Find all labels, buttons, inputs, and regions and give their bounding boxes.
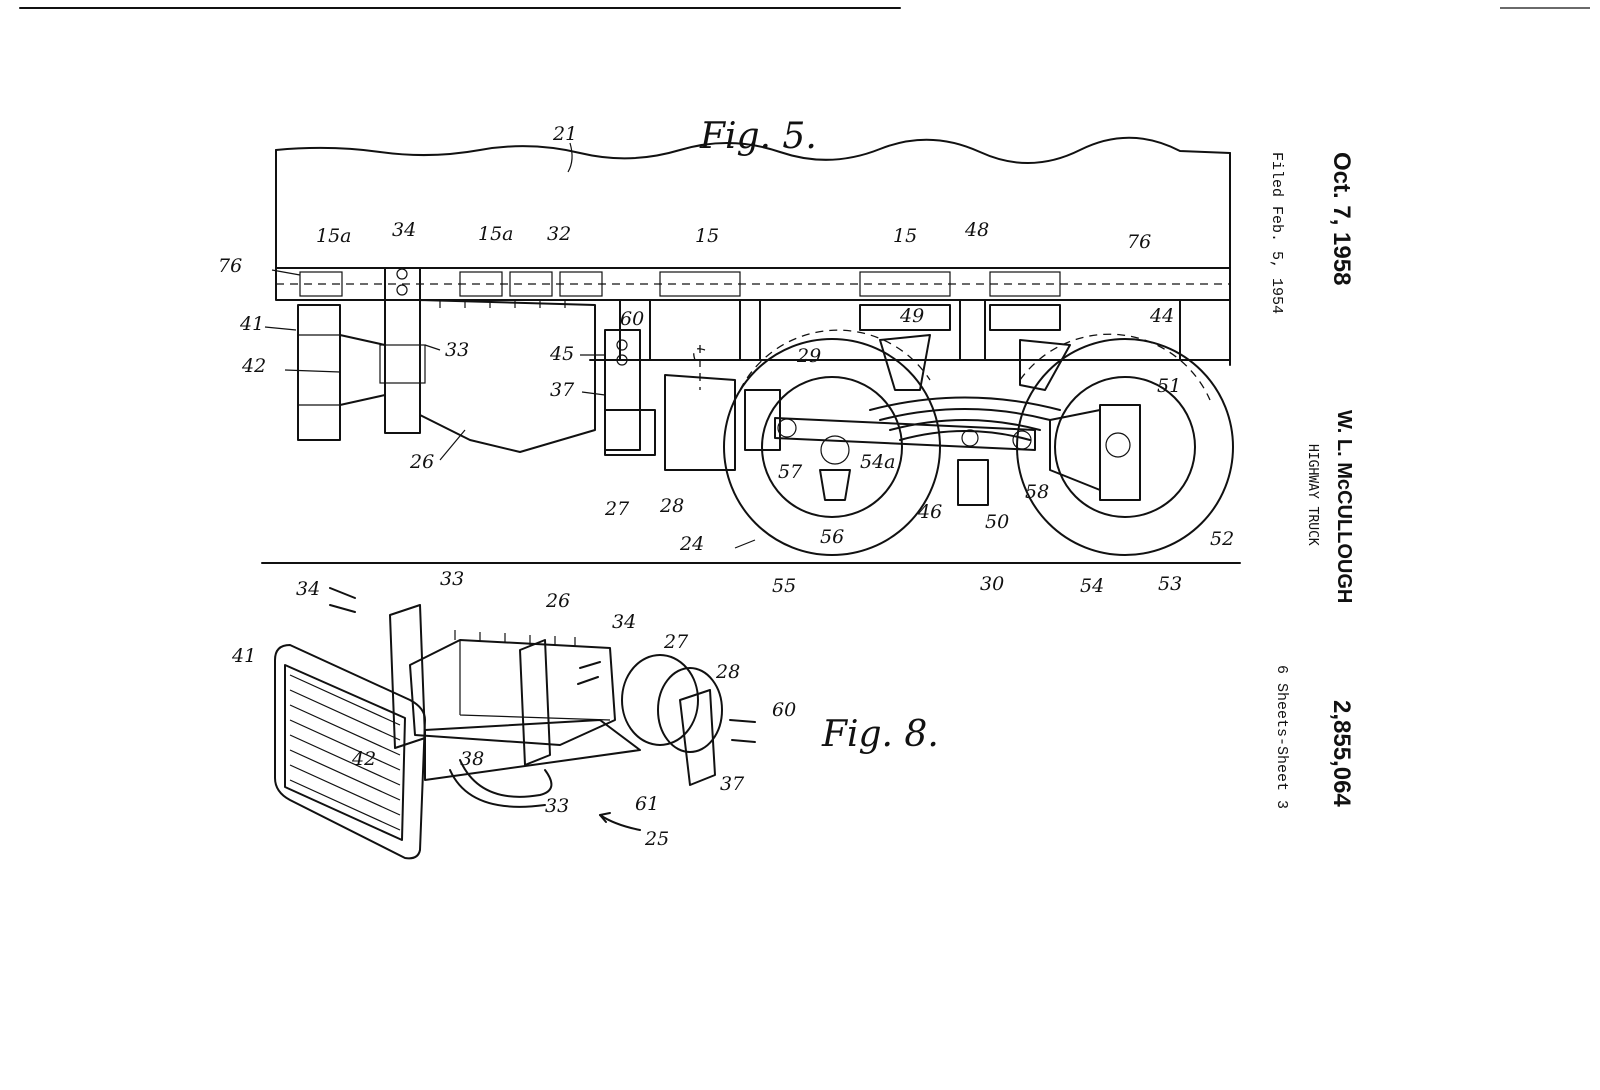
hanger-49 [879, 334, 931, 391]
fig8-label-60: 60 [772, 699, 796, 721]
housing-28-fig8 [657, 667, 723, 753]
label-76-right: 76 [1127, 231, 1151, 253]
fig8-label-34-left: 34 [296, 578, 320, 600]
tank-26 [419, 299, 596, 453]
fig8-label-38: 38 [460, 748, 484, 770]
label-56: 56 [820, 526, 844, 548]
label-76-left: 76 [218, 255, 242, 277]
label-42: 42 [241, 355, 266, 377]
fig8-label-33-top: 33 [440, 568, 464, 590]
label-15a-left: 15a [316, 225, 352, 247]
bumper-hatching [289, 674, 401, 831]
fig8-label-41: 41 [231, 645, 256, 667]
label-30: 30 [980, 573, 1004, 595]
label-34: 34 [392, 219, 416, 241]
wheel-55 [723, 338, 941, 556]
label-49: 49 [899, 305, 924, 327]
label-54a: 54a [860, 451, 896, 473]
label-15a-right: 15a [478, 223, 514, 245]
fig5-labels: 21 15a 34 15a 32 15 15 48 76 76 41 42 33… [218, 123, 1234, 597]
fig8-label-27: 27 [663, 631, 689, 653]
fig8-label-33-bottom: 33 [545, 795, 569, 817]
fig5-leaders [264, 142, 756, 549]
fig5-caption: Fig. 5. [699, 116, 817, 157]
housing-28 [664, 374, 736, 471]
bolts-60 [729, 719, 756, 743]
bumper-plate-41 [274, 644, 426, 860]
bumper-41 [297, 304, 341, 441]
fig8-label-28: 28 [715, 661, 740, 683]
label-52: 52 [1210, 528, 1234, 550]
fig8-drawing [274, 587, 756, 860]
part-56 [819, 469, 851, 501]
label-26: 26 [409, 451, 434, 473]
label-60: 60 [620, 308, 644, 330]
hub-51 [1099, 404, 1141, 501]
frame-boxes [859, 304, 1061, 331]
patent-number: 2,855,064 [1328, 700, 1355, 807]
label-58: 58 [1025, 481, 1049, 503]
label-44: 44 [1149, 305, 1174, 327]
fig8-label-34-right: 34 [612, 611, 636, 633]
arm-42 [424, 719, 641, 781]
label-50: 50 [985, 511, 1009, 533]
fig5-drawing [261, 136, 1241, 564]
block-50 [957, 459, 989, 506]
label-15-right: 15 [893, 225, 917, 247]
fig8-labels: 34 33 26 34 27 28 41 60 38 42 33 61 37 2… [231, 568, 796, 850]
housing-27 [604, 409, 656, 456]
bracket-33-fig8 [389, 604, 426, 749]
label-27: 27 [604, 498, 630, 520]
bracket-37 [604, 329, 641, 451]
invention-title: HIGHWAY TRUCK [1305, 444, 1320, 546]
label-29: 29 [796, 345, 821, 367]
fig8-label-25: 25 [644, 828, 669, 850]
label-48: 48 [964, 219, 989, 241]
patent-date: Oct. 7, 1958 [1328, 152, 1355, 286]
label-46: 46 [917, 501, 942, 523]
label-45: 45 [549, 343, 574, 365]
label-32: 32 [547, 223, 571, 245]
inventor-name: W. L. McCULLOUGH [1333, 410, 1355, 604]
label-57: 57 [778, 461, 803, 483]
label-37: 37 [550, 379, 575, 401]
label-53: 53 [1158, 573, 1182, 595]
sheet-count: 6 Sheets-Sheet 3 [1273, 665, 1290, 810]
lower-frame [589, 299, 1231, 361]
truck-body-top-edge [275, 136, 1231, 164]
label-55: 55 [772, 575, 796, 597]
label-21: 21 [552, 123, 577, 145]
fig8-label-42: 42 [351, 748, 376, 770]
torque-rod-46 [774, 417, 1036, 451]
bracket-33 [384, 267, 421, 434]
housing-27-fig8 [621, 654, 699, 746]
label-24: 24 [679, 533, 704, 555]
fig8-label-61: 61 [635, 793, 659, 815]
fig8-caption: Fig. 8. [821, 714, 939, 755]
label-15-left: 15 [695, 225, 719, 247]
filed-date: Filed Feb. 5, 1954 [1268, 152, 1285, 315]
label-41: 41 [239, 313, 264, 335]
cross-members [299, 271, 1061, 297]
leaf-spring-30 [869, 396, 1061, 411]
label-28: 28 [659, 495, 684, 517]
label-54: 54 [1080, 575, 1104, 597]
bracket-38 [519, 639, 551, 766]
fig8-label-37: 37 [720, 773, 745, 795]
bracket-37-fig8 [679, 689, 716, 786]
bolts-34 [329, 587, 601, 685]
label-33: 33 [445, 339, 469, 361]
fig8-label-26: 26 [545, 590, 570, 612]
label-51: 51 [1157, 375, 1181, 397]
bumper-42 [339, 334, 386, 406]
